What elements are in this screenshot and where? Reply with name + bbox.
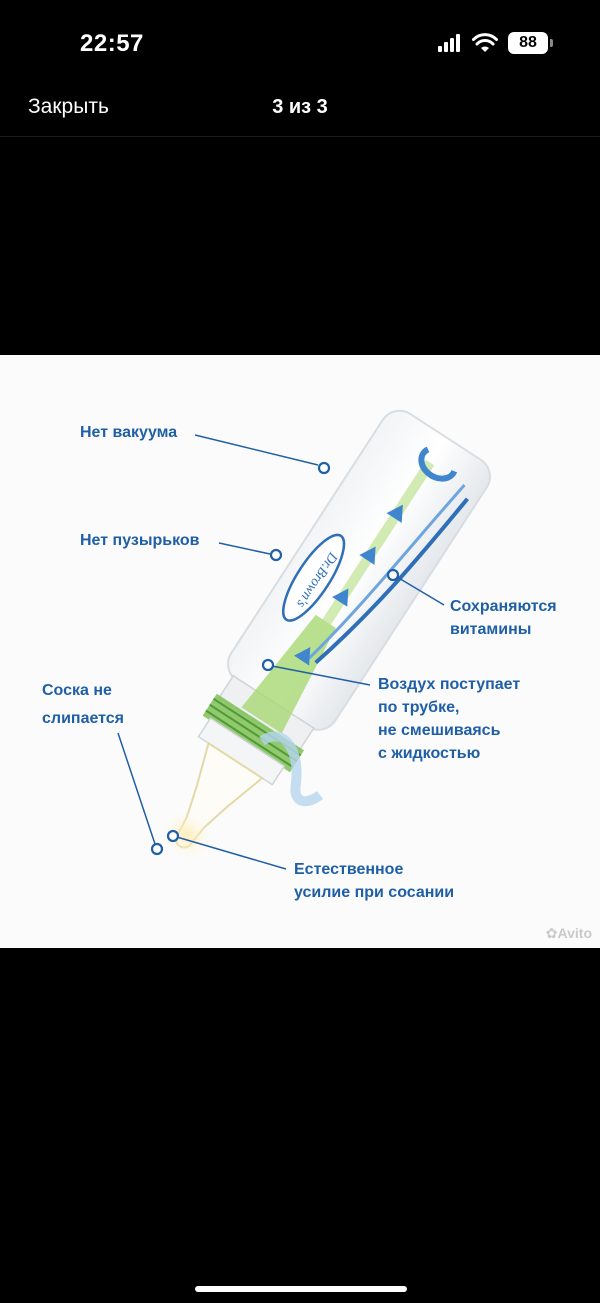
label-no-vacuum: Нет вакуума [80, 424, 178, 441]
wifi-icon [472, 33, 498, 52]
label-no-bubbles: Нет пузырьков [80, 532, 200, 549]
bottle-illustration: Dr.Brown's [117, 409, 491, 870]
watermark-icon: ✿ [545, 925, 558, 941]
home-indicator[interactable] [195, 1286, 407, 1292]
cellular-signal-icon [438, 34, 460, 52]
nav-bar: Закрыть 3 из 3 [0, 80, 600, 137]
close-button[interactable]: Закрыть [28, 95, 109, 118]
label-natural-sucking: Естественное усилие при сосании [294, 861, 455, 901]
status-time: 22:57 [80, 30, 144, 57]
battery-icon: 88 [508, 32, 553, 54]
status-bar: 22:57 88 [0, 0, 600, 90]
page-counter: 3 из 3 [272, 96, 328, 118]
label-vitamins: Сохраняются витамины [450, 598, 557, 638]
status-icons: 88 [438, 32, 553, 54]
label-air-tube: Воздух поступает по трубке, не смешиваяс… [378, 676, 521, 762]
battery-level: 88 [519, 34, 537, 51]
product-image[interactable]: Dr.Brown's Нет вакуума Нет пузырьков Сох… [0, 355, 600, 948]
avito-watermark: ✿Avito [545, 925, 592, 941]
label-nipple: Соска не слипается [42, 682, 125, 727]
